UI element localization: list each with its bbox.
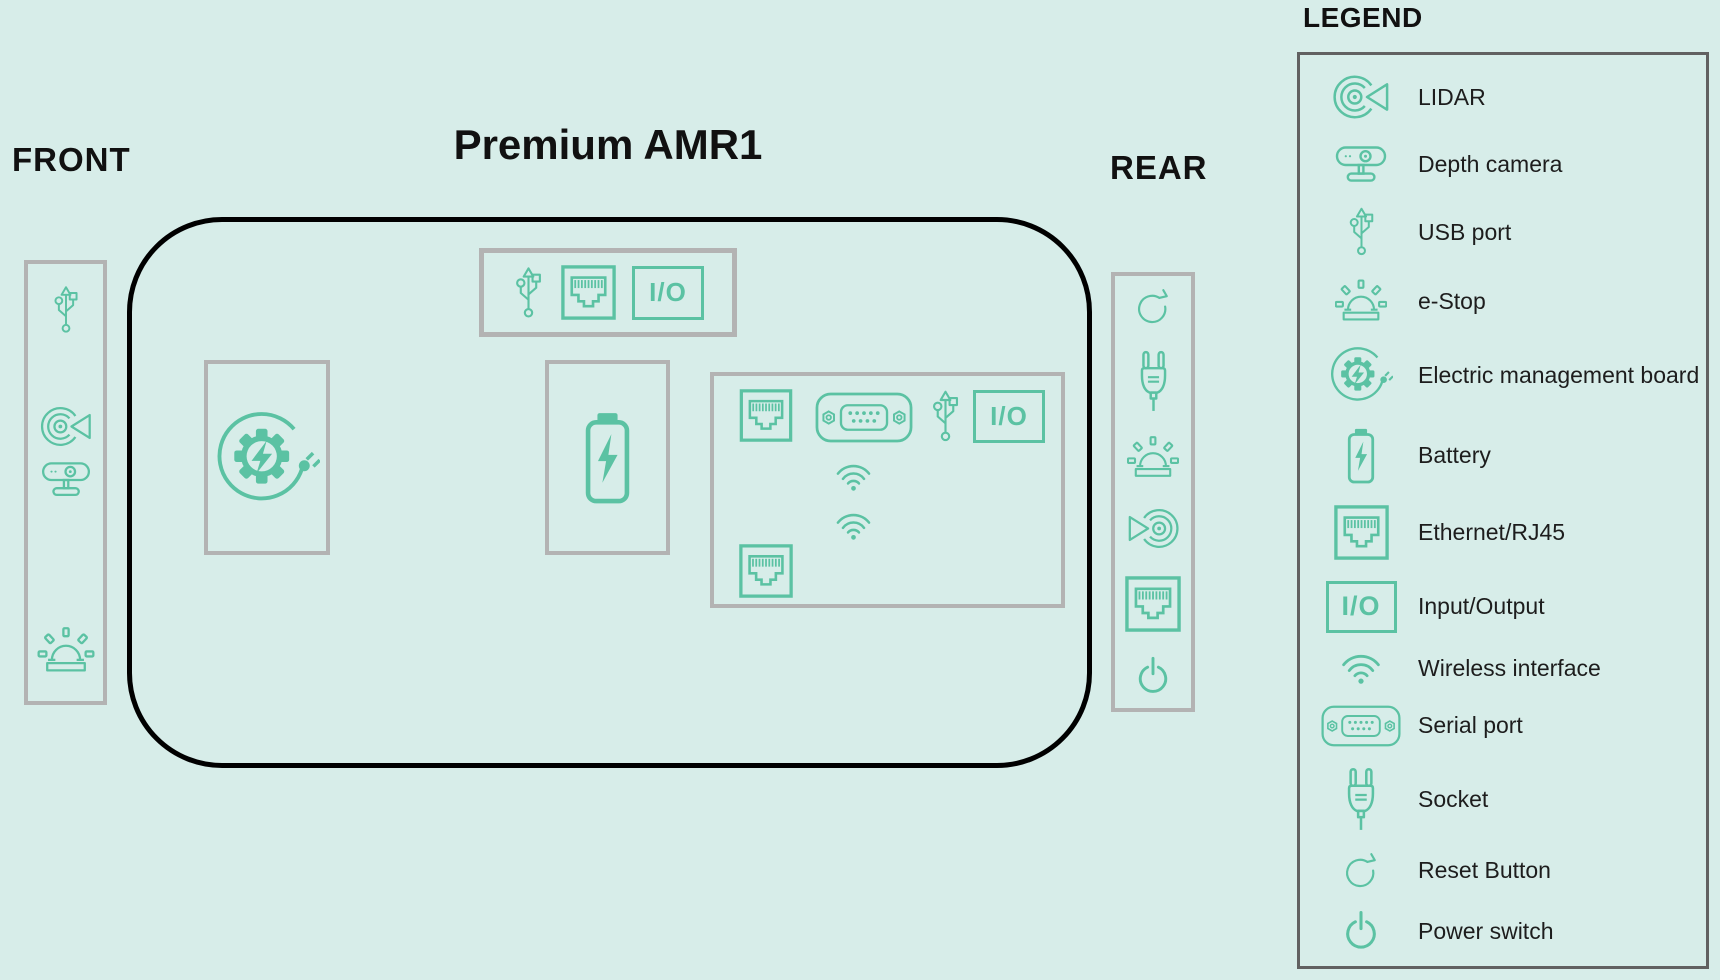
legend-item: Socket [1322, 767, 1698, 831]
input-output-icon: I/O [632, 265, 704, 320]
front-label: FRONT [12, 141, 131, 178]
socket-icon [1340, 767, 1382, 831]
depth-camera-icon [41, 460, 91, 500]
legend-item: Depth camera [1322, 144, 1698, 186]
legend-title: LEGEND [1303, 2, 1423, 33]
wireless-interface-icon [835, 512, 872, 540]
io-box: I/O [973, 390, 1045, 443]
legend-icon-cell [1322, 278, 1400, 324]
ethernet-rj45-icon [737, 544, 795, 598]
lidar-icon [1127, 505, 1180, 552]
legend-item: USB port [1322, 206, 1698, 258]
ethernet-rj45-icon [1125, 575, 1181, 632]
legend-item: Serial port [1321, 705, 1698, 747]
legend-icon-cell [1322, 427, 1400, 485]
legend-item-label: e-Stop [1418, 287, 1486, 314]
legend-item: Reset Button [1322, 852, 1698, 890]
battery-icon [1345, 427, 1377, 485]
serial-port-icon [815, 392, 913, 443]
lidar-icon [39, 403, 92, 450]
legend-item: Power switch [1322, 910, 1698, 952]
legend-item: Wireless interface [1322, 653, 1698, 684]
serial-port-icon [1321, 705, 1401, 747]
electric-management-board-box [204, 360, 330, 555]
ethernet-rj45-icon [737, 389, 795, 442]
top-connector-box: I/O [479, 248, 737, 337]
robot-body-outline [127, 217, 1092, 768]
rear-label: REAR [1110, 149, 1208, 186]
legend-icon-cell [1322, 653, 1400, 684]
legend-item-label: Socket [1418, 785, 1489, 812]
ethernet-rj45-icon [561, 265, 616, 320]
legend-item-label: LIDAR [1418, 83, 1486, 110]
socket-icon [1133, 350, 1174, 412]
legend-item-label: Depth camera [1418, 151, 1563, 177]
battery-box [545, 360, 670, 555]
legend-item: LIDAR [1322, 71, 1698, 123]
legend-icon-cell [1322, 71, 1400, 123]
legend-item-label: USB port [1418, 218, 1512, 245]
legend-item-label: Serial port [1418, 712, 1523, 738]
legend-icon-cell [1322, 505, 1400, 560]
legend-item-label: Battery [1418, 442, 1491, 468]
legend-icon-cell [1321, 705, 1401, 747]
depth-camera-icon [1335, 144, 1387, 186]
e-stop-icon [1127, 436, 1179, 480]
legend-item: Battery [1322, 427, 1698, 485]
input-output-icon: I/O [973, 390, 1045, 443]
rear-panel [1111, 272, 1195, 712]
reset-button-icon [1134, 288, 1172, 326]
legend-item: Electric management board [1322, 344, 1700, 406]
io-cluster-box: I/O [710, 372, 1065, 608]
legend-icon-cell [1322, 852, 1400, 890]
wireless-interface-icon [1340, 653, 1382, 684]
power-switch-icon [1134, 656, 1172, 696]
front-panel [24, 260, 107, 705]
io-box: I/O [632, 265, 704, 320]
wireless-interface-icon [835, 463, 872, 491]
usb-port-icon [929, 389, 962, 444]
legend-item-label: Ethernet/RJ45 [1418, 519, 1566, 545]
input-output-icon: I/O [1325, 580, 1397, 633]
io-label: I/O [990, 401, 1028, 431]
legend-item-label: Input/Output [1418, 593, 1545, 619]
legend-item-label: Wireless interface [1418, 655, 1601, 681]
legend-item-label: Power switch [1418, 917, 1554, 944]
electric-management-board-icon [214, 407, 320, 509]
legend-item: I/O Input/Output [1322, 580, 1698, 633]
legend-icon-cell [1322, 767, 1400, 831]
usb-port-icon [50, 285, 81, 335]
legend-item: e-Stop [1322, 278, 1698, 324]
legend-icon-cell: I/O [1322, 580, 1400, 633]
legend-icon-cell [1322, 144, 1400, 186]
power-switch-icon [1342, 910, 1380, 952]
diagram-title: Premium AMR1 [453, 121, 763, 168]
legend-item-label: Electric management board [1418, 361, 1700, 388]
legend-item-label: Reset Button [1418, 857, 1551, 883]
io-label: I/O [1341, 591, 1381, 621]
legend-icon-cell [1322, 206, 1400, 258]
e-stop-icon [37, 627, 94, 675]
usb-port-icon [512, 266, 545, 320]
io-label: I/O [649, 277, 687, 307]
legend-icon-cell [1322, 910, 1400, 952]
legend-item: Ethernet/RJ45 [1322, 505, 1698, 560]
electric-management-board-icon [1329, 344, 1393, 406]
e-stop-icon [1335, 278, 1387, 324]
legend-icon-cell [1322, 344, 1400, 406]
usb-port-icon [1346, 206, 1377, 258]
io-box: I/O [1325, 580, 1397, 633]
reset-button-icon [1342, 852, 1380, 890]
lidar-icon [1332, 71, 1390, 123]
battery-icon [581, 410, 634, 506]
ethernet-rj45-icon [1333, 505, 1389, 560]
